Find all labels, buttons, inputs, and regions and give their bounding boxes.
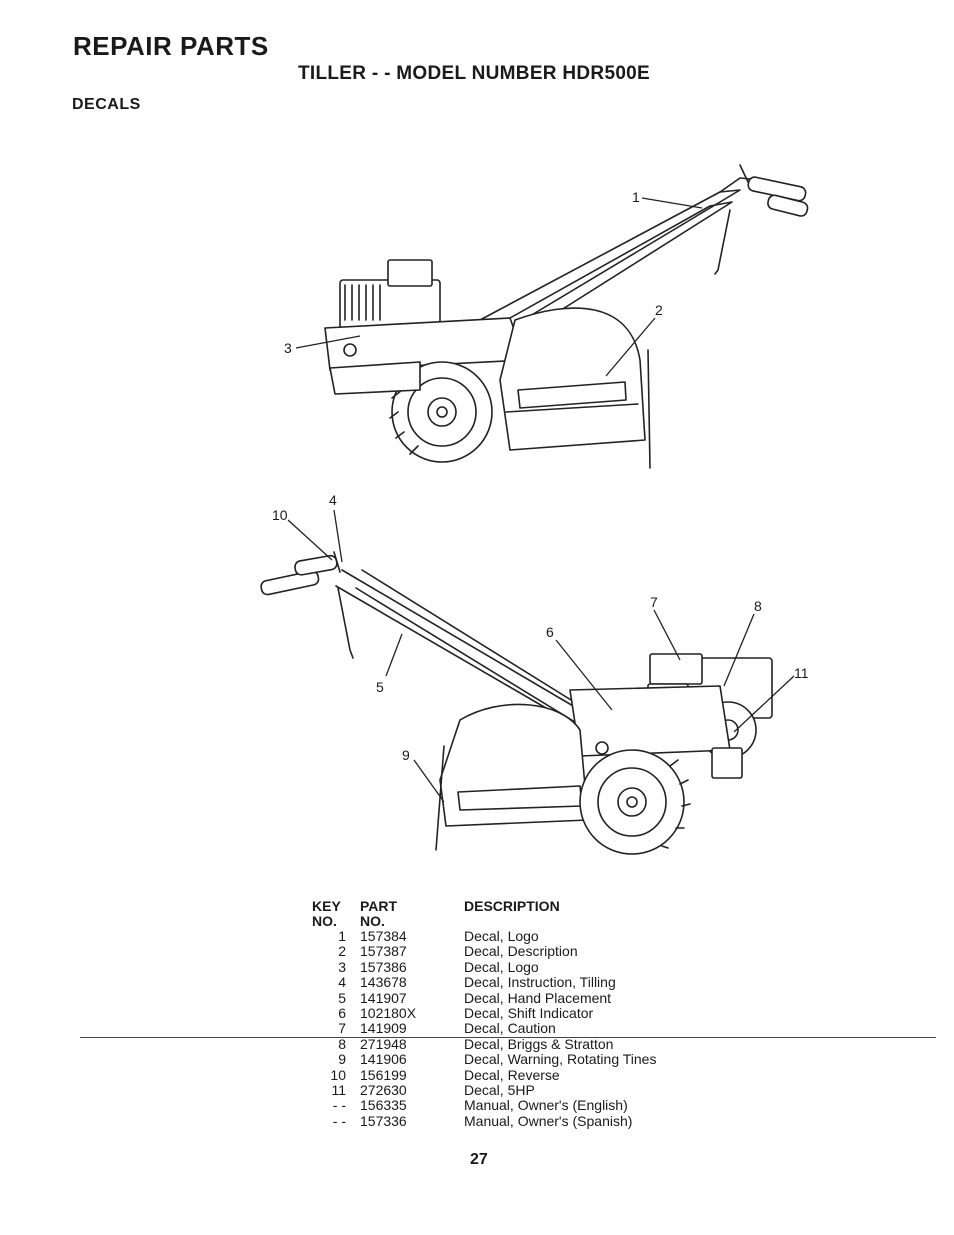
horizontal-rule <box>80 1037 936 1038</box>
section-title: DECALS <box>72 96 141 113</box>
leader-2 <box>605 317 656 377</box>
leader-5 <box>385 633 403 677</box>
callout-5: 5 <box>376 679 384 695</box>
page-subtitle: TILLER - - MODEL NUMBER HDR500E <box>298 63 651 84</box>
leader-1 <box>641 197 703 209</box>
callout-2: 2 <box>655 302 663 318</box>
callout-8: 8 <box>754 598 762 614</box>
header-description: DESCRIPTION <box>464 898 560 914</box>
tiller-diagram-top: 1 2 3 <box>284 164 809 469</box>
tiller-illustration-bottom <box>260 551 773 855</box>
callout-4: 4 <box>329 492 337 508</box>
callout-9: 9 <box>402 747 410 763</box>
leader-3 <box>295 335 361 349</box>
leader-10 <box>287 519 333 561</box>
callout-7: 7 <box>650 594 658 610</box>
callout-11: 11 <box>794 665 809 681</box>
callout-3: 3 <box>284 340 292 356</box>
callout-6: 6 <box>546 624 554 640</box>
leader-7 <box>653 609 681 661</box>
leader-8 <box>723 613 755 687</box>
leader-4 <box>333 509 343 563</box>
callout-1: 1 <box>632 189 640 205</box>
page-number: 27 <box>470 1151 488 1168</box>
page-title: REPAIR PARTS <box>73 31 269 61</box>
leader-11 <box>733 675 795 733</box>
tiller-diagram-bottom: 4 10 7 8 6 11 5 9 <box>260 492 809 855</box>
leader-6 <box>555 639 613 711</box>
callout-10: 10 <box>272 507 288 523</box>
tiller-illustration-top <box>324 164 809 469</box>
leader-9 <box>413 759 445 803</box>
